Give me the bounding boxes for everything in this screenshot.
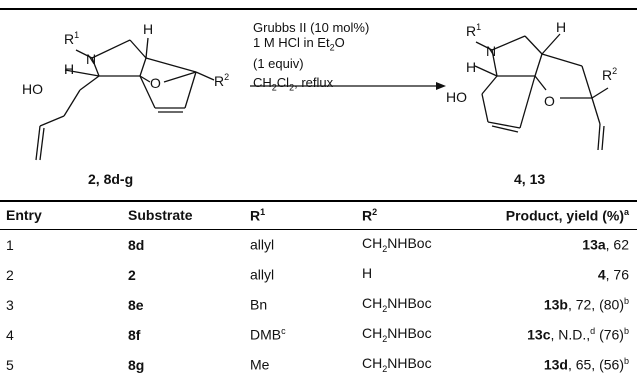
table-row: 4 8f DMBc CH2NHBoc 13c, N.D.,d (76)b bbox=[0, 320, 637, 350]
cell-entry: 1 bbox=[6, 236, 14, 253]
table-row: 5 8g Me CH2NHBoc 13d, 65, (56)b bbox=[0, 350, 637, 380]
cell-r1: Me bbox=[250, 356, 270, 373]
arrow-head bbox=[436, 82, 446, 90]
reagent-solvent: CH2Cl2, reflux bbox=[253, 74, 334, 93]
cell-entry: 5 bbox=[6, 356, 14, 373]
table-top-rule bbox=[0, 200, 637, 202]
cell-product: 4, 76 bbox=[597, 266, 629, 283]
cell-entry: 2 bbox=[6, 266, 14, 283]
cell-r1: Bn bbox=[250, 296, 268, 313]
reagent-catalyst: Grubbs II (10 mol%) bbox=[253, 20, 370, 35]
results-table: Entry Substrate R1 R2 Product, yield (%)… bbox=[0, 203, 637, 380]
header-product: Product, yield (%)a bbox=[498, 203, 637, 230]
cell-product: 13b, 72, (80)b bbox=[543, 296, 629, 313]
cell-r2: CH2NHBoc bbox=[362, 355, 432, 375]
table-row: 2 2 allyl H 4, 76 bbox=[0, 260, 637, 290]
h-top-left: H bbox=[143, 21, 153, 37]
cell-product: 13c, N.D.,d (76)b bbox=[527, 326, 629, 343]
o-left: O bbox=[150, 75, 161, 91]
cell-r1: DMBc bbox=[250, 326, 286, 343]
cell-substrate: 8g bbox=[128, 356, 145, 373]
r2-left: R2 bbox=[214, 72, 229, 89]
header-substrate: Substrate bbox=[122, 203, 244, 230]
cell-r2: CH2NHBoc bbox=[362, 295, 432, 315]
h-top-right: H bbox=[556, 19, 566, 35]
cell-r2: CH2NHBoc bbox=[362, 235, 432, 255]
reagent-conditions: Grubbs II (10 mol%) 1 M HCl in Et2O (1 e… bbox=[253, 20, 369, 95]
h-mid-left: H bbox=[64, 61, 74, 77]
table-row: 3 8e Bn CH2NHBoc 13b, 72, (80)b bbox=[0, 290, 637, 320]
cell-substrate: 8e bbox=[128, 296, 144, 313]
ho-right: HO bbox=[446, 89, 467, 105]
cell-substrate: 8f bbox=[128, 326, 141, 343]
header-r1: R1 bbox=[244, 203, 356, 230]
ho-left: HO bbox=[22, 81, 43, 97]
right-compound-label: 4, 13 bbox=[514, 171, 546, 187]
reagent-equiv: (1 equiv) bbox=[253, 55, 304, 71]
n-left: N bbox=[86, 51, 96, 67]
cell-product: 13a, 62 bbox=[582, 236, 629, 253]
reagent-acid: 1 M HCl in Et2O bbox=[253, 35, 345, 53]
cell-entry: 4 bbox=[6, 326, 14, 343]
table-header-row: Entry Substrate R1 R2 Product, yield (%)… bbox=[0, 203, 637, 230]
cell-substrate: 8d bbox=[128, 236, 145, 253]
cell-entry: 3 bbox=[6, 296, 14, 313]
r1-right: R1 bbox=[466, 22, 481, 39]
right-atom-labels: R1 N H H HO O R2 bbox=[446, 19, 617, 109]
r1-left: R1 bbox=[64, 30, 79, 47]
right-structure bbox=[474, 33, 609, 151]
left-compound-label: 2, 8d-g bbox=[88, 171, 134, 187]
cell-r1: allyl bbox=[250, 266, 275, 283]
o-right: O bbox=[544, 93, 555, 109]
cell-substrate: 2 bbox=[128, 266, 136, 283]
cell-product: 13d, 65, (56)b bbox=[543, 356, 629, 373]
header-entry: Entry bbox=[0, 203, 122, 230]
cell-r1: allyl bbox=[250, 236, 275, 253]
cell-r2: H bbox=[362, 265, 373, 282]
h-mid-right: H bbox=[466, 59, 476, 75]
top-rule bbox=[0, 8, 637, 10]
cell-r2: CH2NHBoc bbox=[362, 325, 432, 345]
reaction-scheme: R1 N H H HO O R2 R1 N H H HO bbox=[22, 19, 617, 161]
left-atom-labels: R1 N H H HO O R2 bbox=[22, 21, 229, 97]
left-structure bbox=[35, 37, 215, 161]
table-row: 1 8d allyl CH2NHBoc 13a, 62 bbox=[0, 229, 637, 260]
header-r2: R2 bbox=[356, 203, 498, 230]
r2-right: R2 bbox=[602, 66, 617, 83]
n-right: N bbox=[486, 43, 496, 59]
